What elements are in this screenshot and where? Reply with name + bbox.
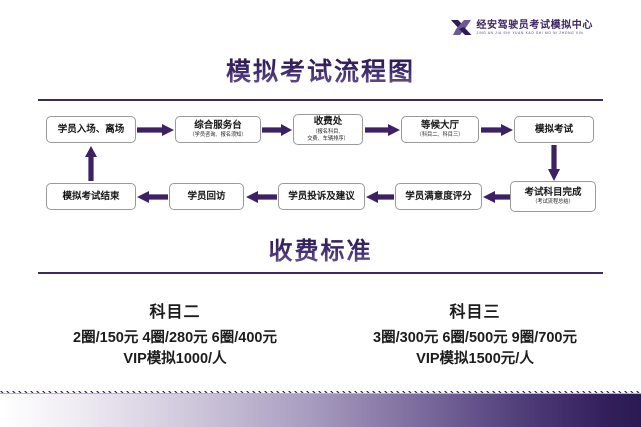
flow-node-subtitle: （学员咨询、报名须知）: [189, 132, 247, 139]
flow-node-title: 考试科目完成: [524, 186, 582, 198]
flow-node-service-desk[interactable]: 综合服务台 （学员咨询、报名须知）: [175, 116, 261, 143]
flow-node-satisfaction[interactable]: 学员满意度评分: [395, 183, 482, 210]
fee-subject3-prices: 3圈/300元 6圈/500元 9圈/700元: [373, 330, 577, 346]
flow-node-title: 学员入场、离场: [57, 123, 125, 135]
flow-node-student-entry[interactable]: 学员入场、离场: [46, 116, 136, 143]
fee-subject2-prices: 2圈/150元 4圈/280元 6圈/400元: [73, 330, 277, 346]
flow-arrow-left-3: [366, 191, 394, 203]
flow-node-title: 学员满意度评分: [405, 190, 472, 202]
flow-node-complaints[interactable]: 学员投诉及建议: [278, 183, 365, 210]
flow-arrow-up-left: [85, 146, 97, 181]
flow-arrow-left-1: [137, 191, 168, 203]
flow-arrow-right-4: [481, 124, 513, 136]
fee-column-subject2: 科目二 2圈/150元 4圈/280元 6圈/400元 VIP模拟1000/人: [30, 298, 320, 370]
flow-node-subject-complete[interactable]: 考试科目完成 （考试流程总结）: [510, 181, 596, 212]
flow-node-subtitle: （考试流程总结）: [532, 199, 574, 206]
fee-section-title: 收费标准: [0, 231, 641, 266]
fee-column-subject3: 科目三 3圈/300元 6圈/500元 9圈/700元 VIP模拟1500元/人: [325, 298, 625, 370]
page-title: 模拟考试流程图: [0, 52, 641, 88]
x-logo-icon: [451, 20, 472, 35]
flow-node-cashier[interactable]: 收费处 （报名科目、 交费、车辆排序）: [293, 114, 363, 145]
flow-node-student-followup[interactable]: 学员回访: [169, 183, 244, 210]
fee-subject3-vip: VIP模拟1500元/人: [416, 351, 534, 368]
flow-node-subtitle: （报名科目、 交费、车辆排序）: [307, 128, 349, 143]
flow-arrow-right-2: [262, 124, 292, 136]
flow-node-title: 模拟考试结束: [62, 190, 120, 202]
brand-logo: 经安驾驶员考试模拟中心 JING AN JIA SHI YUAN KAO SHI…: [450, 18, 593, 38]
brand-text: 经安驾驶员考试模拟中心 JING AN JIA SHI YUAN KAO SHI…: [476, 19, 593, 36]
flow-arrow-right-3: [365, 124, 400, 136]
flow-node-title: 综合服务台: [194, 119, 242, 131]
bottom-hairline: [0, 393, 641, 394]
fee-subject2-vip: VIP模拟1000/人: [123, 351, 227, 368]
flow-node-title: 模拟考试: [534, 123, 573, 135]
flow-node-title: 收费处: [313, 116, 343, 128]
flow-node-title: 等候大厅: [420, 119, 459, 131]
flow-arrow-right-1: [137, 124, 174, 136]
flow-node-mock-exam[interactable]: 模拟考试: [514, 116, 594, 143]
flow-arrow-left-4: [483, 191, 510, 203]
bottom-gradient-bar: [0, 394, 641, 427]
flow-node-subtitle: （科目二、科目三）: [416, 132, 464, 139]
flow-node-waiting-hall[interactable]: 等候大厅 （科目二、科目三）: [401, 116, 479, 143]
flow-node-exam-finished[interactable]: 模拟考试结束: [46, 183, 136, 210]
flow-node-title: 学员回访: [187, 190, 226, 202]
fee-subject3-heading: 科目三: [449, 304, 501, 321]
brand-name-cn: 经安驾驶员考试模拟中心: [476, 19, 593, 31]
flow-arrow-down-right: [548, 145, 560, 181]
chevron-right-repeat-icon: [0, 386, 641, 394]
flow-node-title: 学员投诉及建议: [288, 190, 355, 202]
divider-middle: [38, 272, 603, 274]
fee-subject2-heading: 科目二: [149, 304, 201, 321]
divider-top: [38, 99, 603, 101]
brand-name-en: JING AN JIA SHI YUAN KAO SHI MO NI ZHONG…: [476, 30, 584, 36]
flow-arrow-left-2: [246, 191, 277, 203]
